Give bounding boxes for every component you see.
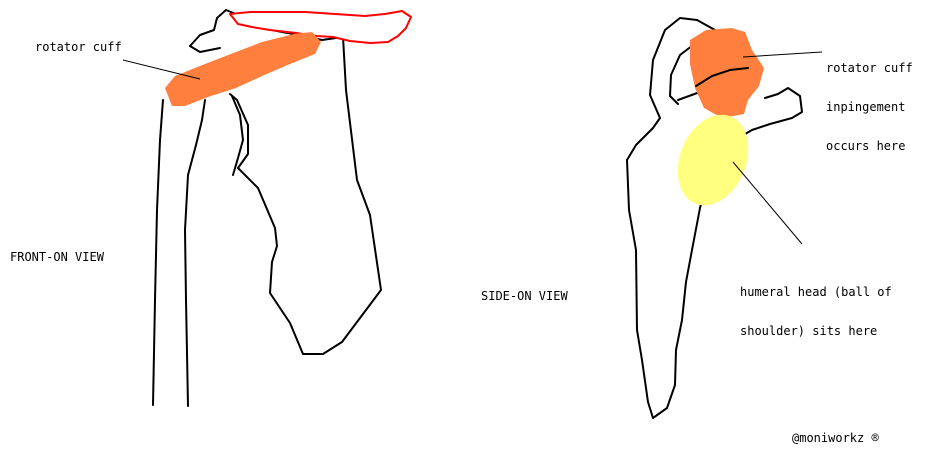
label-impingement-line-2: inpingement: [826, 101, 913, 114]
front-scapula-outline: [230, 37, 381, 354]
label-humeral-line-2: shoulder) sits here: [740, 325, 892, 338]
label-front-on-view: FRONT-ON VIEW: [10, 251, 104, 264]
leader-line-humeral-head: [733, 162, 802, 244]
side-rotator-cuff: [690, 28, 764, 118]
humeral-head: [665, 104, 761, 216]
front-rotator-cuff: [165, 32, 321, 106]
label-impingement-line-1: rotator cuff: [826, 62, 913, 75]
label-humeral-head: humeral head (ball of shoulder) sits her…: [740, 260, 892, 364]
leader-line-front-cuff: [123, 60, 200, 79]
front-humerus-inner-line: [185, 100, 205, 406]
credit-text: @moniworkz ®: [792, 432, 879, 445]
clavicle-outline: [230, 11, 411, 43]
front-humerus-outer-line: [153, 100, 163, 405]
label-side-on-view: SIDE-ON VIEW: [481, 290, 568, 303]
label-impingement: rotator cuff inpingement occurs here: [826, 36, 913, 179]
label-impingement-line-3: occurs here: [826, 140, 913, 153]
label-rotator-cuff-front: rotator cuff: [35, 41, 122, 54]
label-humeral-line-1: humeral head (ball of: [740, 286, 892, 299]
front-coracoid-outline: [190, 46, 220, 52]
